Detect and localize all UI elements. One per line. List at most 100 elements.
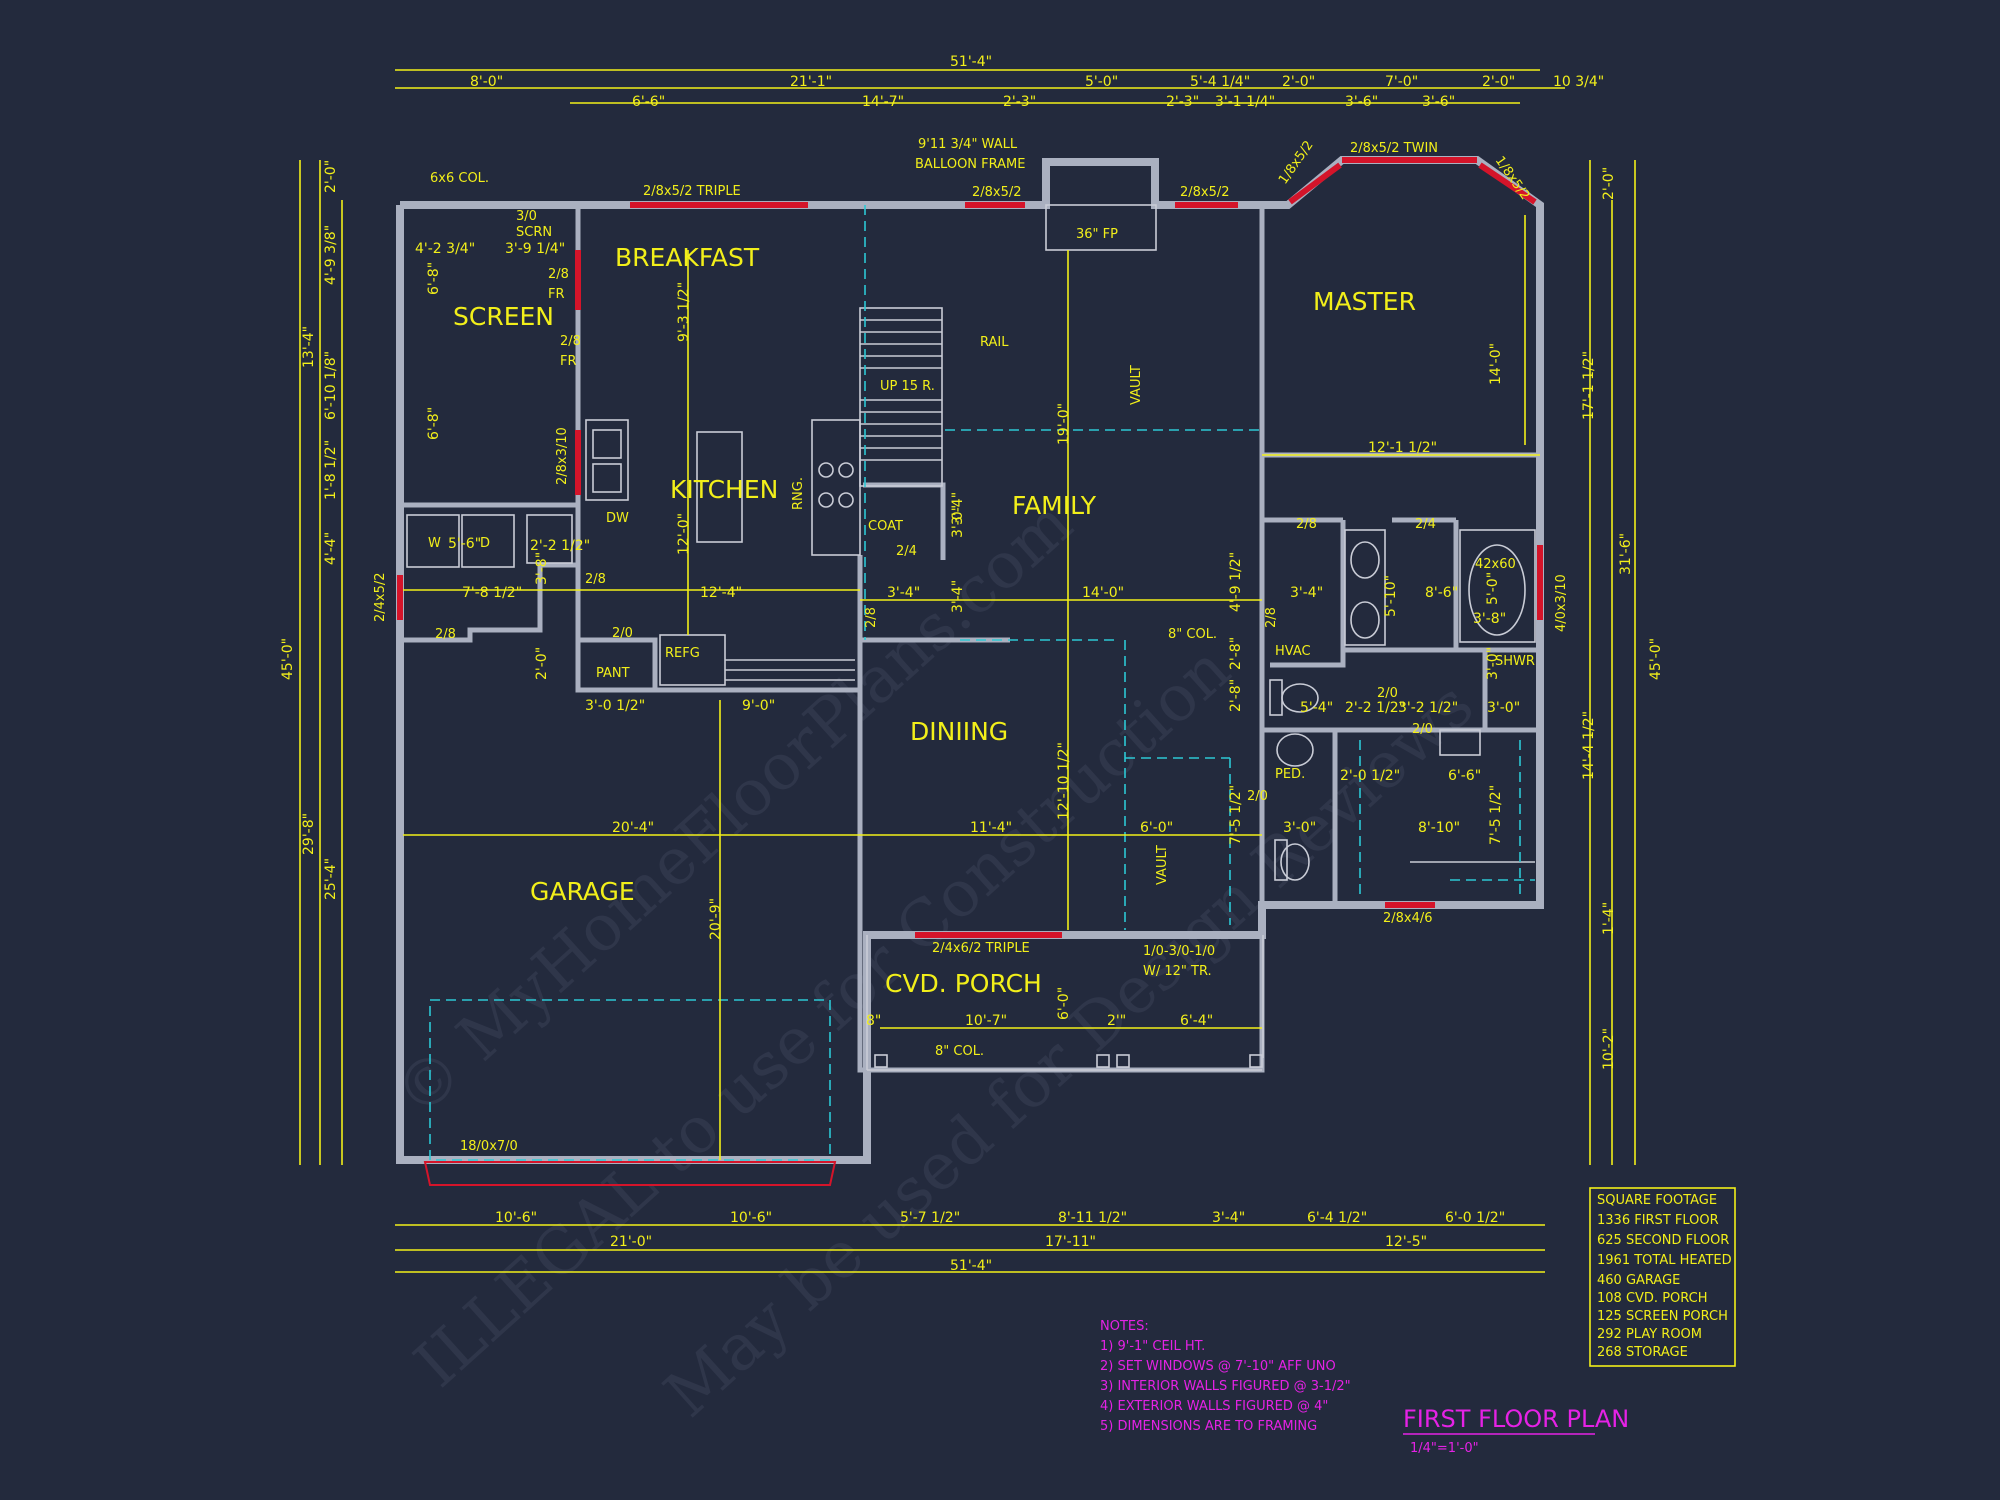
dim-inner: 19'-0" (1056, 403, 1072, 445)
room-screen: SCREEN (453, 302, 554, 331)
label-dw: DW (606, 511, 629, 526)
sqft-line: 1336 FIRST FLOOR (1597, 1213, 1719, 1228)
porch (866, 935, 1264, 1071)
dim-inner: 11'-4" (970, 820, 1012, 836)
dim-inner: 3'-0 1/2" (585, 698, 645, 714)
note-line: 2) SET WINDOWS @ 7'-10" AFF UNO (1100, 1359, 1336, 1374)
label-fireplace: 36" FP (1076, 227, 1118, 242)
dims-inner: 4'-2 3/4" 3'-9 1/4" 6'-8" 6'-8" 9'-3 1/2… (415, 241, 1520, 1029)
dim-left-r2: 4'-9 3/8" (323, 225, 339, 285)
dim-inner: 2'-8" (1228, 679, 1244, 712)
room-kitchen: KITCHEN (670, 475, 778, 504)
label-col-8a: 8" COL. (1168, 627, 1217, 642)
dims-left: 45'-0" 13'-4" 29'-8" 2'-0" 4'-9 3/8" 6'-… (280, 160, 339, 900)
laundry-fixtures (406, 514, 573, 568)
label-vault-1: VAULT (1129, 365, 1144, 405)
label-garage-door: 18/0x7/0 (460, 1139, 518, 1154)
label-fr-b: 2/8 (560, 334, 581, 349)
dim-top-r1: 10 3/4" (1553, 74, 1604, 90)
title-block: FIRST FLOOR PLAN 1/4"=1'-0" (1403, 1405, 1629, 1456)
window-bath: 2/8x4/6 (1383, 911, 1433, 926)
room-garage: GARAGE (530, 877, 635, 906)
dim-inner: 20'-4" (612, 820, 654, 836)
dims-bottom: 10'-6" 10'-6" 5'-7 1/2" 8'-11 1/2" 3'-4"… (495, 1210, 1505, 1274)
dim-bottom-overall: 51'-4" (950, 1258, 992, 1274)
label-door-2-8-e: 2/8 (1264, 607, 1279, 628)
dim-inner: 9'-3 1/2" (676, 282, 692, 342)
label-coat: COAT (868, 519, 903, 534)
window-fam-a: 2/8x5/2 (972, 185, 1022, 200)
label-shwr: SHWR (1495, 654, 1535, 669)
dim-right-r2: 17'-1 1/2" (1581, 351, 1597, 420)
dim-left-overall: 45'-0" (280, 638, 296, 680)
dim-inner: 7'-5 1/2" (1228, 785, 1244, 845)
dim-right-r2: 2'-0" (1601, 167, 1617, 200)
watermark-line-1: © MyHomeFloorPlans.com (381, 486, 1086, 1132)
dim-inner: 2'-2 1/2" (1345, 700, 1405, 716)
dim-top-r1: 5'-0" (1085, 74, 1118, 90)
label-balloon-a: 9'11 3/4" WALL (918, 137, 1018, 152)
dim-right-overall: 45'-0" (1648, 638, 1664, 680)
dim-inner: 2'" (1107, 1013, 1126, 1029)
room-master: MASTER (1313, 287, 1416, 316)
label-door-2-8-b: 2/8 (435, 627, 456, 642)
label-door-2-8-c: 2/8 (585, 572, 606, 587)
window-fam-b: 2/8x5/2 (1180, 185, 1230, 200)
dim-inner: 3'-4" (950, 492, 966, 525)
window-right: 4/0x3/10 (1554, 574, 1569, 632)
dim-right-r2: 14'-4 1/2" (1581, 711, 1597, 780)
room-breakfast: BREAKFAST (615, 243, 760, 272)
dim-right-r2: 1'-4" (1601, 902, 1617, 935)
square-footage-box: SQUARE FOOTAGE 1336 FIRST FLOOR 625 SECO… (1589, 1187, 1736, 1367)
dim-inner: 10'-7" (965, 1013, 1007, 1029)
label-door-2-4-a: 2/4 (1415, 517, 1436, 532)
dim-left-r1: 29'-8" (301, 813, 317, 855)
dim-left-r2: 4'-4" (323, 532, 339, 565)
room-family: FAMILY (1012, 491, 1097, 520)
sqft-line: 268 STORAGE (1597, 1345, 1688, 1360)
note-line: 3) INTERIOR WALLS FIGURED @ 3-1/2" (1100, 1379, 1351, 1394)
dim-inner: 3'-0" (950, 505, 966, 538)
dimension-lines (299, 69, 1636, 1273)
label-fr-a: 2/8 (548, 267, 569, 282)
fireplace (1045, 204, 1157, 251)
dim-inner: 3'-0" (1487, 700, 1520, 716)
label-w: W (428, 536, 441, 551)
window-bay-left: 1/8x5/2 (1276, 138, 1317, 187)
sqft-line: 625 SECOND FLOOR (1597, 1233, 1729, 1248)
dim-inner: 8'-6" (1425, 585, 1458, 601)
dim-top-r1: 2'-0" (1482, 74, 1515, 90)
dim-inner: 14'-0" (1488, 343, 1504, 385)
dim-inner: 6'-0" (1140, 820, 1173, 836)
sqft-line: 460 GARAGE (1597, 1273, 1680, 1288)
dim-inner: 5'-6" (448, 536, 481, 552)
stair (859, 307, 943, 487)
window-twin: 2/8x5/2 TWIN (1350, 141, 1438, 156)
dim-inner: 6'-6" (1448, 768, 1481, 784)
dim-inner: 6'-8" (426, 407, 442, 440)
dim-inner: 2'-0 1/2" (1340, 768, 1400, 784)
dim-bottom-r2: 21'-0" (610, 1234, 652, 1250)
dim-bottom-r1: 8'-11 1/2" (1058, 1210, 1127, 1226)
dim-inner: 12'-4" (700, 585, 742, 601)
sqft-line: 1961 TOTAL HEATED (1597, 1253, 1732, 1268)
dim-inner: 7'-5 1/2" (1488, 785, 1504, 845)
dim-top-r1: 2'-0" (1282, 74, 1315, 90)
label-col-8b: 8" COL. (935, 1044, 984, 1059)
label-pant: PANT (596, 666, 630, 681)
windows (397, 157, 1543, 938)
window-left: 2/4x5/2 (373, 572, 388, 622)
label-balloon-b: BALLOON FRAME (915, 157, 1025, 172)
dim-inner: 2'-8" (1228, 637, 1244, 670)
dim-top-overall: 51'-4" (950, 54, 992, 70)
dim-inner: 6'-4" (1180, 1013, 1213, 1029)
sqft-title: SQUARE FOOTAGE (1597, 1193, 1717, 1208)
annotation-labels: 6x6 COL. 3/0 SCRN 2/8 FR 2/8 FR 2/8x3/10… (428, 137, 1535, 1154)
dim-bottom-r1: 10'-6" (495, 1210, 537, 1226)
watermark: © MyHomeFloorPlans.com ILLEGAL to use fo… (381, 486, 1488, 1432)
dim-top-r1: 21'-1" (790, 74, 832, 90)
dim-inner: 8" (866, 1013, 881, 1029)
window-porch-triple: 2/4x6/2 TRIPLE (932, 941, 1030, 956)
dims-right: 45'-0" 31'-6" 2'-0" 17'-1 1/2" 14'-4 1/2… (1581, 167, 1664, 1070)
